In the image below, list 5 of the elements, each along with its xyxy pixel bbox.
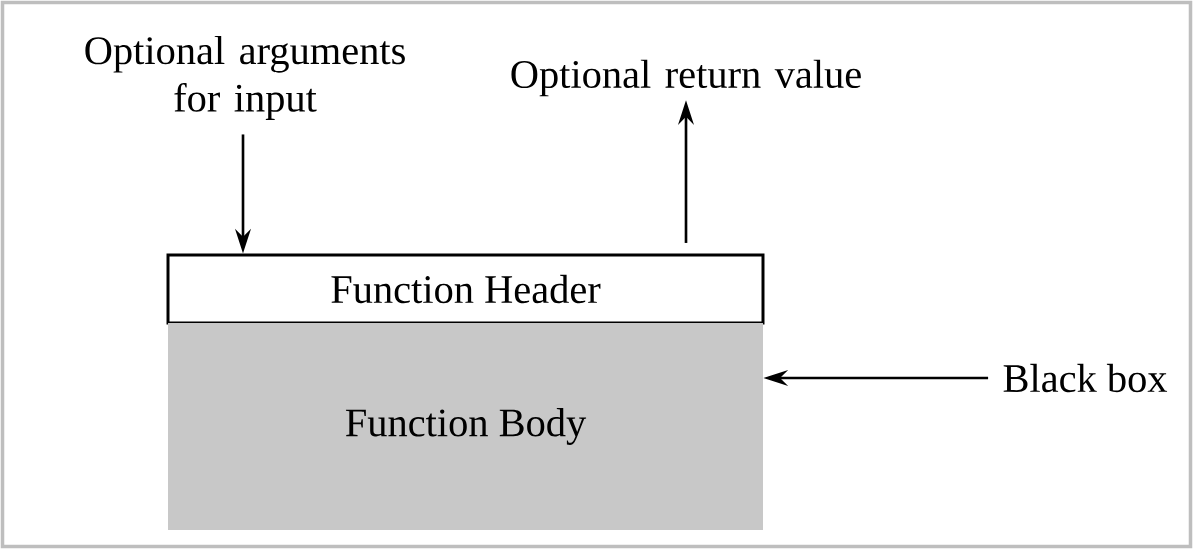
body-box: Function Body <box>168 323 763 530</box>
label-text: Optional return value <box>511 59 861 97</box>
label-text: Optional arguments for input <box>85 35 405 121</box>
header-box: Function Header <box>166 253 765 325</box>
label-text: Black box <box>1003 363 1168 393</box>
